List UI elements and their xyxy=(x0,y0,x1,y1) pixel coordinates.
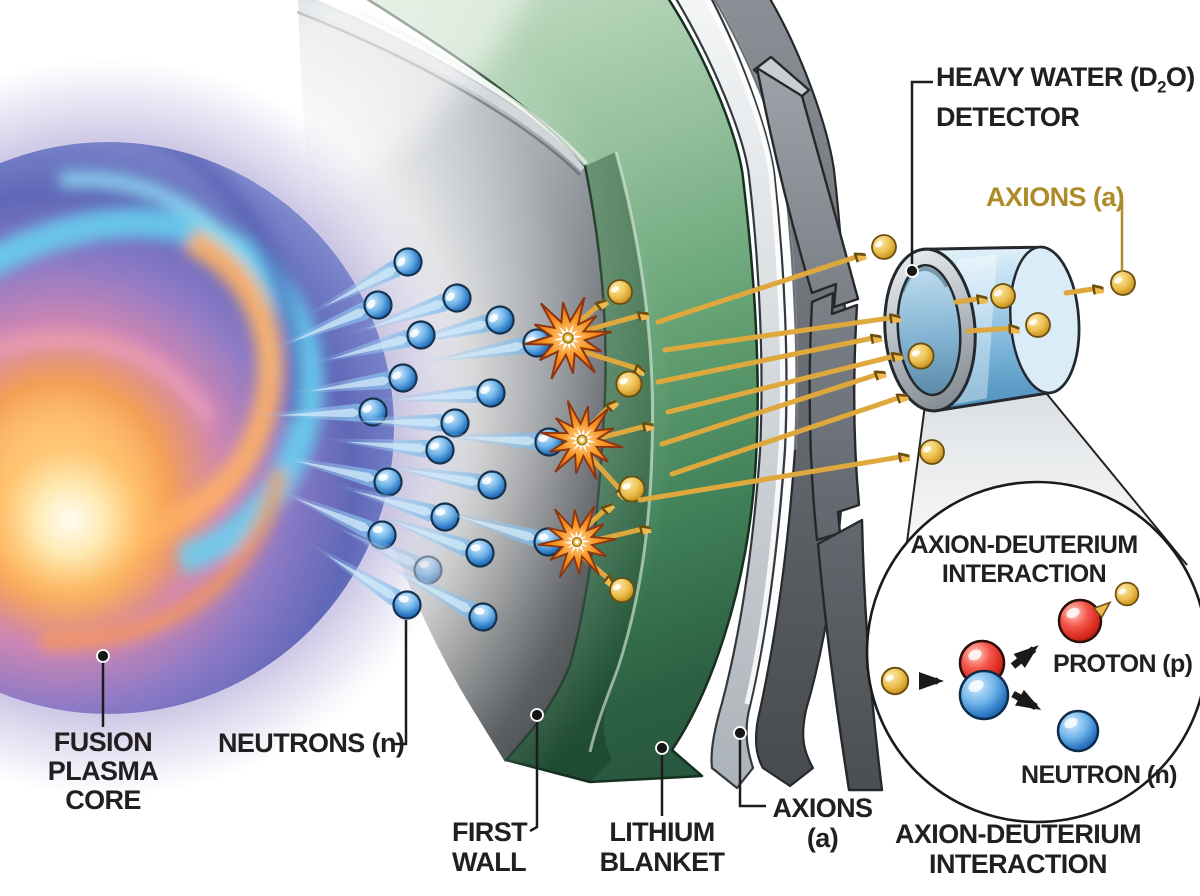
deuterium-neutron xyxy=(958,669,1010,721)
first-wall-label: FIRST WALL xyxy=(452,817,528,877)
fusion-plasma-core-label: FUSION PLASMA CORE xyxy=(47,727,159,815)
axion-production xyxy=(518,279,650,603)
armor-upper-segment xyxy=(755,66,860,309)
heavy-water-detector-label: HEAVY WATER (D2O) DETECTOR xyxy=(936,62,1195,133)
neutrons-label: NEUTRONS (n) xyxy=(218,728,405,758)
neutron-product-particle xyxy=(1056,709,1100,753)
axions-top-label: AXIONS (a) xyxy=(986,182,1125,212)
axion-particle xyxy=(615,370,643,398)
axion-particle xyxy=(880,666,910,696)
fusion-plasma-core-graphic xyxy=(0,60,476,796)
axions-bottom-label: AXIONS (a) xyxy=(772,793,874,853)
neutron-label: NEUTRON (n) xyxy=(1021,761,1177,789)
leader-lines xyxy=(101,80,1124,833)
inner-shield-layer xyxy=(675,0,788,790)
axion-particle xyxy=(607,279,633,305)
inset-caption-label: AXION-DEUTERIUM INTERACTION xyxy=(895,819,1142,879)
leader-dots xyxy=(96,264,919,755)
proton-particle xyxy=(1057,598,1103,644)
axion-deuterium-inset xyxy=(865,480,1200,824)
armor-lower-segment xyxy=(816,518,884,792)
lithium-blanket-label: LITHIUM BLANKET xyxy=(599,817,725,877)
proton-label: PROTON (p) xyxy=(1053,650,1193,678)
axion-beam-arrows xyxy=(637,255,1100,503)
inset-title-label: AXION-DEUTERIUM INTERACTION xyxy=(910,531,1138,588)
outer-armor-layer xyxy=(752,55,884,792)
axion-particle xyxy=(609,577,635,603)
